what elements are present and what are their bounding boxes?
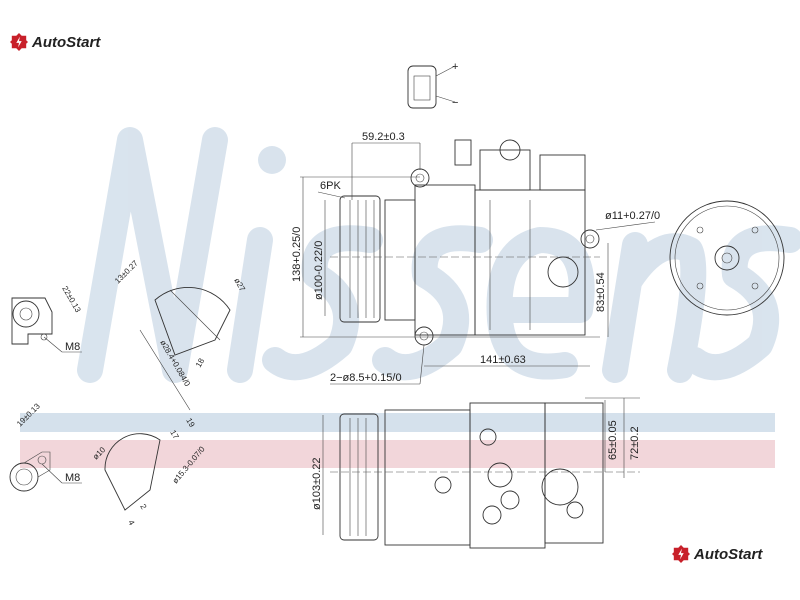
dim-4: 4 — [126, 519, 136, 528]
dim-138: 138+0.25/0 — [291, 227, 303, 282]
nissens-watermark — [77, 127, 800, 383]
port-detail-upper: 22±0.13 M8 13±0.27 ø27 18 ø28.4+0.084/0 — [11, 258, 247, 411]
label-m8-lower: M8 — [65, 472, 80, 484]
autostart-logo-text: AutoStart — [32, 33, 101, 51]
plus-label: + — [452, 61, 458, 73]
blue-band — [20, 413, 775, 432]
autostart-logo-bottom: AutoStart — [672, 545, 762, 563]
autostart-gear-icon — [10, 33, 28, 51]
dim-22: 22±0.13 — [60, 285, 82, 315]
electrical-connector: + − — [407, 61, 458, 109]
dim-103: ø103±0.22 — [311, 457, 323, 510]
compressor-bottom-view — [330, 402, 640, 549]
dim-59-2: 59.2±0.3 — [362, 131, 405, 143]
label-m8-upper: M8 — [65, 341, 80, 353]
clutch-front-view — [669, 200, 785, 316]
compressor-side-view — [330, 139, 600, 346]
dim-2: 2 — [138, 503, 148, 512]
autostart-logo-text: AutoStart — [694, 545, 763, 563]
dim-18: 18 — [194, 356, 207, 369]
autostart-logo-top: AutoStart — [10, 33, 100, 51]
belt-6pk-label: 6PK — [320, 180, 341, 192]
bottom-view-dimensions: ø103±0.22 65±0.05 72±0.2 — [311, 397, 641, 535]
dim-mount-holes: 2−ø8.5+0.15/0 — [330, 372, 402, 384]
autostart-gear-icon — [672, 545, 690, 563]
side-view-dimensions: 59.2±0.3 6PK 138+0.25/0 ø100-0.22/0 ø11+… — [291, 131, 660, 385]
red-band — [20, 440, 775, 468]
dim-141: 141±0.63 — [480, 354, 526, 366]
dim-72: 72±0.2 — [629, 426, 641, 460]
minus-label: − — [452, 97, 458, 109]
dim-hole-11: ø11+0.27/0 — [605, 210, 660, 222]
dim-65: 65±0.05 — [607, 420, 619, 460]
dim-83: 83±0.54 — [595, 272, 607, 312]
dim-100: ø100-0.22/0 — [313, 241, 325, 300]
